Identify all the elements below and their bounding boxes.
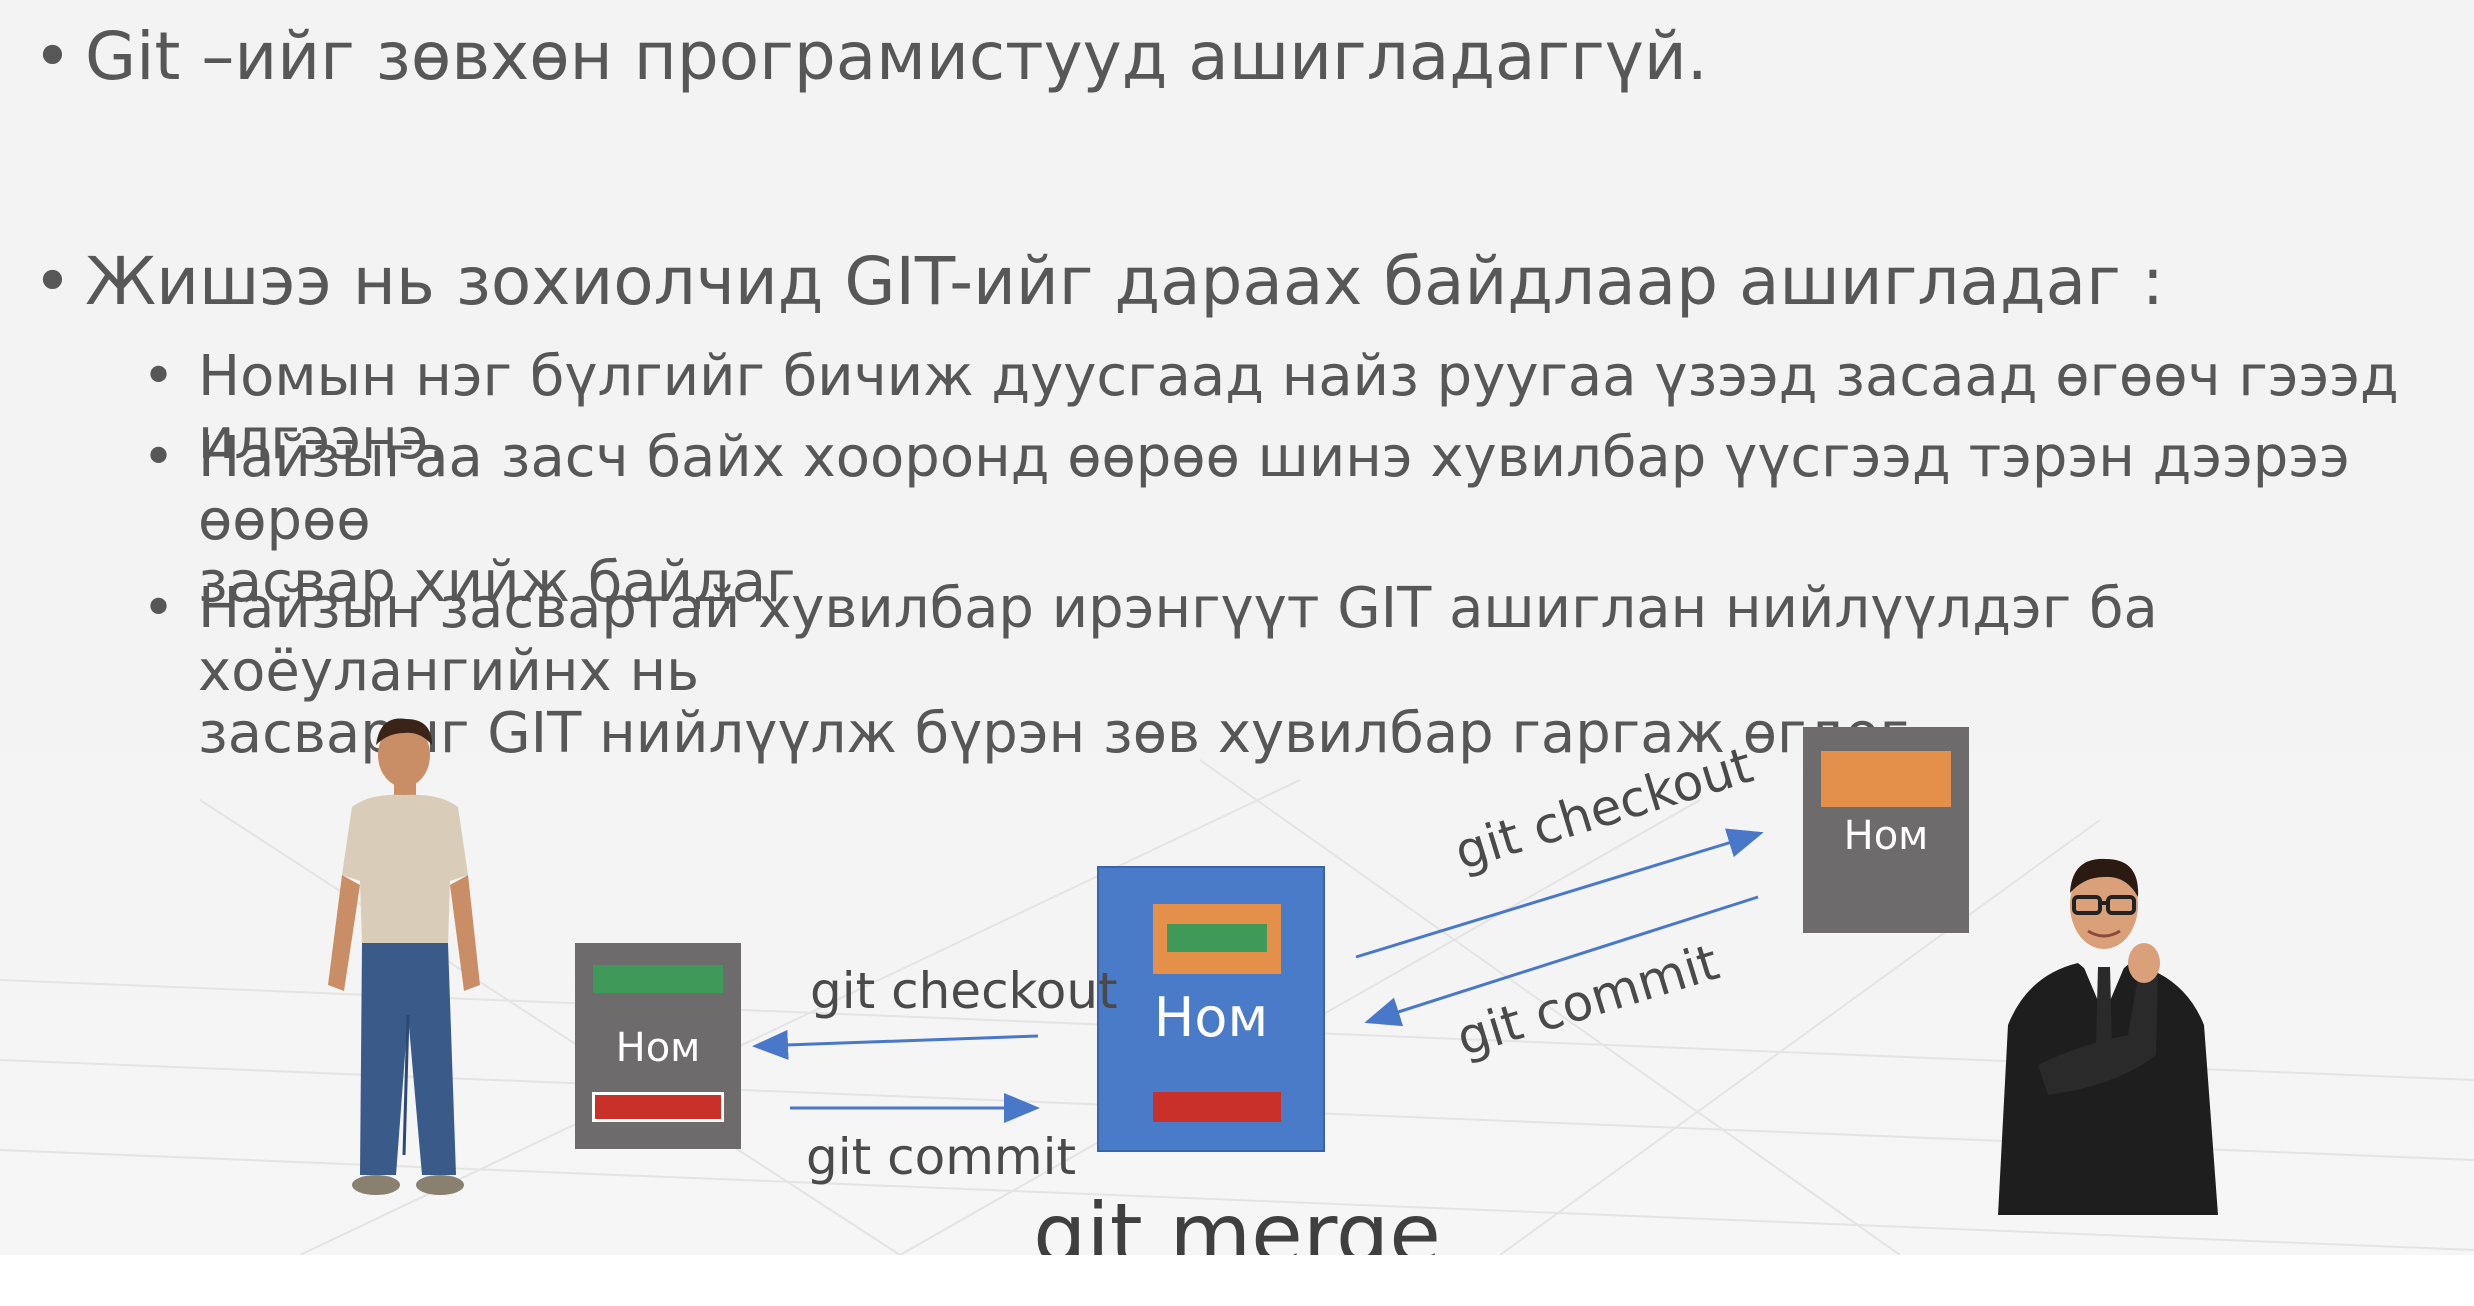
left-document-green-bar: [593, 965, 723, 993]
center-document-label: Ном: [1153, 986, 1269, 1049]
sub-bullet-3-line2: засварыг GIT нийлүүлж бүрэн зөв хувилбар…: [198, 701, 1927, 767]
sub-bullet-3: • Найзын засвартай хувилбар ирэнгүүт GIT…: [142, 576, 2474, 767]
arrow-left-checkout: [752, 1029, 1039, 1060]
sub-bullet-2-line2: засвар хийж байдаг: [198, 550, 796, 616]
left-commit-label: git commit: [806, 1128, 1077, 1186]
bullet-2-text: Жишээ нь зохиолчид GIT-ийг дараах байдла…: [85, 243, 2164, 320]
left-checkout-label: git checkout: [810, 962, 1118, 1020]
left-document-red-bar: [592, 1092, 724, 1122]
sub-bullet-1: • Номын нэг бүлгийг бичиж дуусгаад найз …: [142, 344, 2474, 472]
sub-bullet-2: • Найзыгаа засч байх хооронд өөрөө шинэ …: [142, 425, 2474, 616]
sub-bullet-dot: •: [142, 425, 176, 490]
right-document-label: Ном: [1843, 813, 1929, 859]
bullet-dot: •: [33, 243, 72, 320]
center-document-red-bar: [1153, 1092, 1281, 1122]
sub-bullet-1-line1: Номын нэг бүлгийг бичиж дуусгаад найз ру…: [198, 344, 2399, 472]
center-document: Ном: [1097, 866, 1325, 1152]
diagram-arrows: [752, 828, 1764, 1123]
arrow-right-checkout: [1355, 828, 1764, 959]
git-merge-label: git merge: [1033, 1185, 1441, 1255]
left-document: Ном: [575, 943, 741, 1149]
left-document-label: Ном: [615, 1025, 701, 1071]
slide: • Git –ийг зөвхөн програмистууд ашиглада…: [0, 0, 2474, 1255]
center-document-green-bar: [1167, 924, 1267, 952]
thinking-businessman-figure: [1998, 858, 2218, 1215]
young-man-figure: [328, 718, 480, 1195]
bullet-2: • Жишээ нь зохиолчид GIT-ийг дараах байд…: [33, 243, 2164, 320]
bullet-1: • Git –ийг зөвхөн програмистууд ашиглада…: [33, 18, 1708, 95]
bullet-1-text: Git –ийг зөвхөн програмистууд ашигладагг…: [85, 18, 1708, 95]
center-document-orange-frame: [1153, 904, 1281, 974]
sub-bullet-2-line1: Найзыгаа засч байх хооронд өөрөө шинэ ху…: [198, 425, 2350, 553]
sub-bullet-3-line1: Найзын засвартай хувилбар ирэнгүүт GIT а…: [198, 576, 2158, 704]
bullet-dot: •: [33, 18, 72, 95]
sub-bullet-dot: •: [142, 344, 176, 409]
sub-bullet-dot: •: [142, 576, 176, 641]
right-document: Ном: [1803, 727, 1969, 933]
right-document-orange-bar: [1821, 751, 1951, 807]
arrow-right-commit: [1364, 895, 1759, 1027]
